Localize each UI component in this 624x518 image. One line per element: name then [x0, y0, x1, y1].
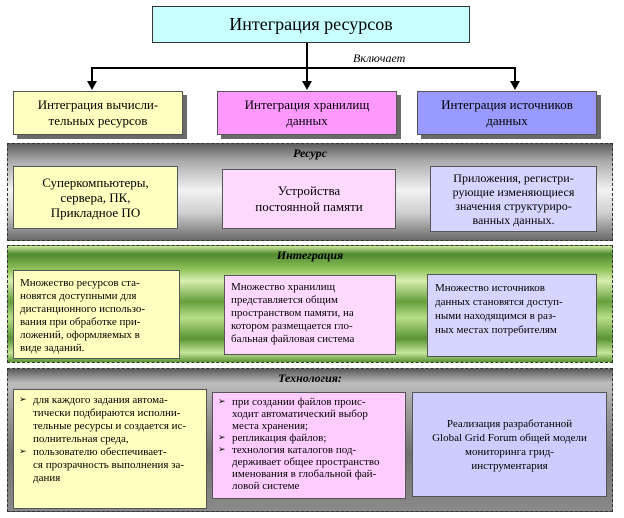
band-technology-title: Технология:	[278, 371, 342, 385]
arrow-middle	[302, 81, 312, 90]
connector-right	[514, 67, 516, 81]
technology-sources-line2: Global Grid Forum общей модели	[432, 431, 587, 444]
resource-storage-cell: Устройства постоянной памяти	[222, 169, 396, 229]
technology-compute-item2-line2: ся прозрачность выполнения за-	[33, 459, 185, 471]
category-compute-line2: тельных ресурсов	[48, 113, 148, 128]
integration-compute-line6: виде заданий.	[20, 342, 85, 354]
resource-compute-line1: Суперкомпьютеры,	[42, 175, 149, 190]
connector-title-down	[306, 43, 308, 68]
resource-storage-line2: постоянной памяти	[255, 199, 363, 214]
category-storage: Интеграция хранилищ данных	[217, 91, 397, 135]
technology-compute-item: ➢ пользователю обеспечивает- ся прозрачн…	[19, 446, 201, 485]
resource-compute-line2: сервера, ПК,	[60, 190, 131, 205]
category-sources: Интеграция источников данных	[417, 91, 597, 135]
integration-sources-line4: ных местах потребителям	[435, 324, 557, 336]
resource-sources-line4: ванных данных.	[472, 213, 555, 227]
technology-compute-item2-line1: пользователю обеспечивает-	[33, 446, 167, 458]
includes-label: Включает	[353, 51, 406, 65]
band-integration-title: Интеграция	[276, 248, 344, 262]
connector-horizontal	[91, 67, 516, 69]
technology-storage-item3-line3: именования в глобальной фай-	[232, 468, 377, 480]
integration-sources-line1: Множество источников	[435, 282, 545, 294]
integration-sources-line2: данных становятся доступ-	[435, 296, 563, 308]
integration-storage-line5: бальная файловая система	[231, 333, 355, 345]
technology-storage-item: ➢ при создании файлов проис- ходит автом…	[218, 396, 400, 432]
integration-compute-line3: дистанционного использо-	[20, 303, 146, 315]
technology-storage-item: ➢ репликация файлов;	[218, 432, 400, 444]
diagram-title: Интеграция ресурсов	[152, 6, 470, 43]
checkmark-bullet-icon: ➢	[218, 433, 226, 443]
technology-compute-item1-line1: для каждого задания автома-	[33, 394, 168, 406]
integration-compute-line5: ложений, оформляемых в	[20, 329, 140, 341]
technology-storage-cell: ➢ при создании файлов проис- ходит автом…	[212, 392, 406, 499]
technology-compute-item: ➢ для каждого задания автома- тически по…	[19, 394, 201, 446]
technology-storage-item1-line1: при создании файлов проис-	[232, 396, 366, 408]
category-storage-line1: Интеграция хранилищ	[244, 97, 370, 112]
integration-storage-line2: представляется общим	[231, 294, 338, 306]
category-sources-line1: Интеграция источников	[441, 97, 573, 112]
integration-compute-line2: новятся доступными для	[20, 290, 137, 302]
technology-sources-line4: инструментария	[471, 459, 548, 472]
arrow-left	[87, 81, 97, 90]
resource-compute-cell: Суперкомпьютеры, сервера, ПК, Прикладное…	[13, 166, 178, 229]
category-sources-line2: данных	[486, 113, 528, 128]
integration-storage-line4: котором размещается гло-	[231, 320, 353, 332]
technology-compute-item1-line4: полнительная среда,	[33, 433, 129, 445]
resource-sources-line1: Приложения, регистри-	[453, 171, 574, 185]
technology-compute-cell: ➢ для каждого задания автома- тически по…	[13, 389, 207, 509]
technology-storage-item: ➢ технология каталогов под- держивает об…	[218, 444, 400, 492]
resource-sources-line2: рующие изменяющиеся	[452, 185, 575, 199]
resource-storage-line1: Устройства	[277, 183, 341, 198]
integration-compute-cell: Множество ресурсов ста- новятся доступны…	[13, 270, 180, 359]
integration-storage-line3: пространством памяти, на	[231, 307, 354, 319]
connector-left	[91, 67, 93, 81]
checkmark-bullet-icon: ➢	[19, 395, 27, 405]
category-compute: Интеграция вычисли- тельных ресурсов	[13, 91, 183, 135]
connector-middle	[306, 67, 308, 81]
checkmark-bullet-icon: ➢	[218, 445, 226, 455]
resource-sources-line3: значения структуриро-	[455, 199, 572, 213]
technology-storage-item3-line1: технология каталогов под-	[232, 444, 357, 456]
integration-sources-line3: ными находящимся в раз-	[435, 310, 556, 322]
diagram-title-text: Интеграция ресурсов	[229, 14, 393, 34]
technology-sources-cell: Реализация разработанной Global Grid For…	[412, 392, 607, 497]
integration-storage-cell: Множество хранилищ представляется общим …	[224, 275, 396, 355]
technology-storage-item1-line2: ходит автоматический выбор	[232, 408, 368, 420]
technology-storage-item3-line2: держивает общее пространство	[232, 456, 380, 468]
resource-compute-line3: Прикладное ПО	[50, 205, 141, 220]
technology-compute-item2-line3: дания	[33, 472, 61, 484]
technology-sources-line3: мониторинга грид-	[465, 445, 554, 458]
integration-sources-cell: Множество источников данных становятся д…	[427, 274, 597, 357]
category-compute-line1: Интеграция вычисли-	[37, 97, 159, 112]
integration-storage-line1: Множество хранилищ	[231, 281, 336, 293]
resource-sources-cell: Приложения, регистри- рующие изменяющиес…	[430, 166, 597, 232]
category-storage-line2: данных	[286, 113, 328, 128]
technology-compute-item1-line2: тически подбираются исполни-	[33, 407, 181, 419]
integration-compute-line1: Множество ресурсов ста-	[20, 277, 140, 289]
arrow-right	[510, 81, 520, 90]
checkmark-bullet-icon: ➢	[218, 397, 226, 407]
technology-storage-item1-line3: места хранения;	[232, 420, 309, 432]
technology-sources-line1: Реализация разработанной	[446, 417, 573, 430]
technology-storage-item3-line4: ловой системе	[232, 480, 300, 492]
integration-compute-line4: вания при обработке при-	[20, 316, 141, 328]
checkmark-bullet-icon: ➢	[19, 447, 27, 457]
technology-storage-item2-line1: репликация файлов;	[232, 432, 327, 444]
technology-compute-item1-line3: тельные ресурсы и создается ис-	[33, 420, 187, 432]
band-resource-title: Ресурс	[293, 146, 327, 160]
